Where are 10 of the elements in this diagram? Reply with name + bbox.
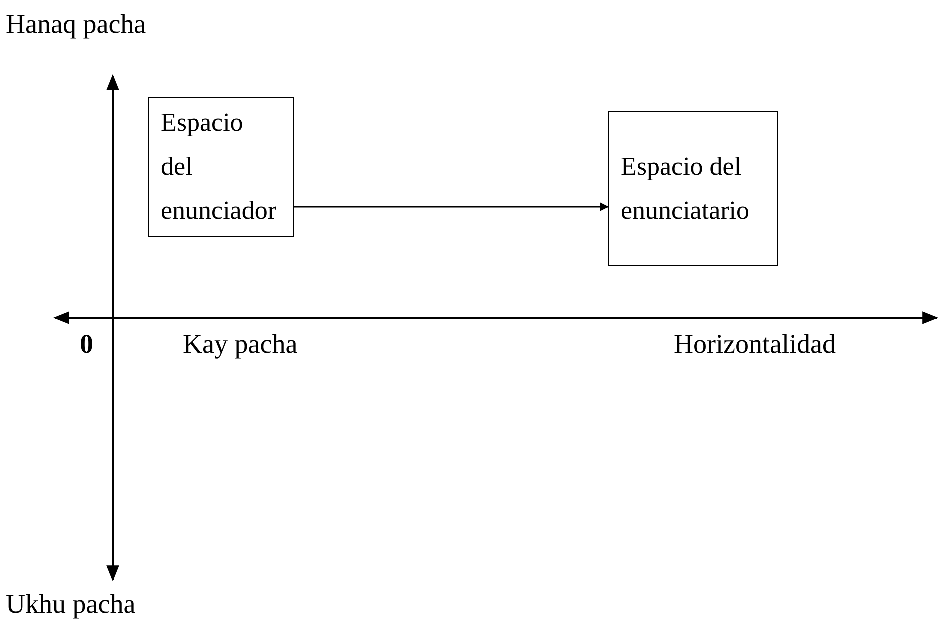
arrow [294,202,609,212]
box-text: Espacio del enunciatario [621,150,750,226]
axis-label: Ukhu pacha [6,588,136,620]
box-text: Espacio del enunciador [161,107,278,227]
axis-label: Kay pacha [183,328,298,360]
axis-label: 0 [80,328,94,360]
axis-label: Hanaq pacha [6,8,146,40]
text-box [148,97,294,237]
axis-label: Horizontalidad [674,328,836,360]
text-box [608,111,778,266]
